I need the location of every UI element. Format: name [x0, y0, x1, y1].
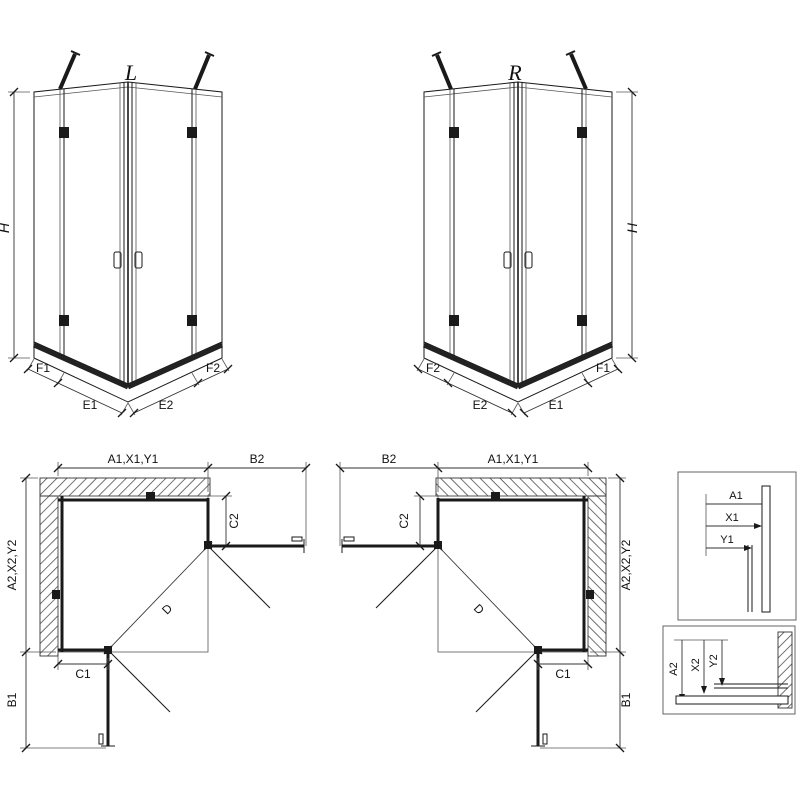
dim-label-a1: A1	[729, 490, 742, 502]
dim-label-b2: B2	[382, 452, 397, 466]
detail-section-top	[677, 471, 797, 621]
dim-label-c2: C2	[397, 513, 411, 529]
dim-label-a1x1y1: A1,X1,Y1	[108, 452, 159, 466]
dim-label-a1x1y1: A1,X1,Y1	[488, 452, 539, 466]
plan-view-left-drawing	[20, 462, 311, 753]
dim-label-e2-left: E2	[159, 398, 174, 412]
dim-label-a2x2y2: A2,X2,Y2	[5, 539, 19, 590]
dim-label-h-left: H	[0, 222, 12, 233]
detail-section-bottom	[662, 625, 796, 715]
detail-section-top-labels: A1 X1 Y1	[720, 490, 742, 546]
dim-label-e1-right: E1	[549, 398, 564, 412]
view-label-right: R	[507, 60, 522, 85]
view-label-left: L	[124, 60, 137, 85]
dim-label-f1-left: F1	[36, 361, 50, 375]
dim-label-a2x2y2: A2,X2,Y2	[619, 539, 633, 590]
front-view-left-labels: L H F1 E1 E2 F2	[0, 60, 220, 412]
dim-label-c1: C1	[75, 667, 91, 681]
front-view-right-labels: R H F2 E2 E1 F1	[426, 60, 640, 412]
dim-label-b1: B1	[619, 692, 633, 707]
dim-label-d: D	[159, 601, 175, 617]
dim-label-c2: C2	[227, 513, 241, 529]
dim-label-x1: X1	[725, 512, 738, 524]
dim-label-a2: A2	[668, 662, 680, 675]
dim-label-y2: Y2	[708, 654, 720, 667]
dim-label-d: D	[471, 601, 487, 617]
front-view-left-drawing	[8, 50, 233, 418]
dim-label-y1: Y1	[720, 534, 733, 546]
dim-label-f1-right: F1	[596, 361, 610, 375]
dim-label-c1: C1	[555, 667, 571, 681]
dim-label-x2: X2	[690, 658, 702, 671]
dim-label-b1: B1	[5, 692, 19, 707]
dim-label-e2-right: E2	[473, 398, 488, 412]
dim-label-h-right: H	[624, 222, 640, 233]
dim-label-f2-left: F2	[206, 361, 220, 375]
dim-label-b2: B2	[250, 452, 265, 466]
dim-label-e1-left: E1	[83, 398, 98, 412]
dim-label-f2-right: F2	[426, 361, 440, 375]
detail-section-bottom-labels: A2 X2 Y2	[668, 654, 720, 675]
